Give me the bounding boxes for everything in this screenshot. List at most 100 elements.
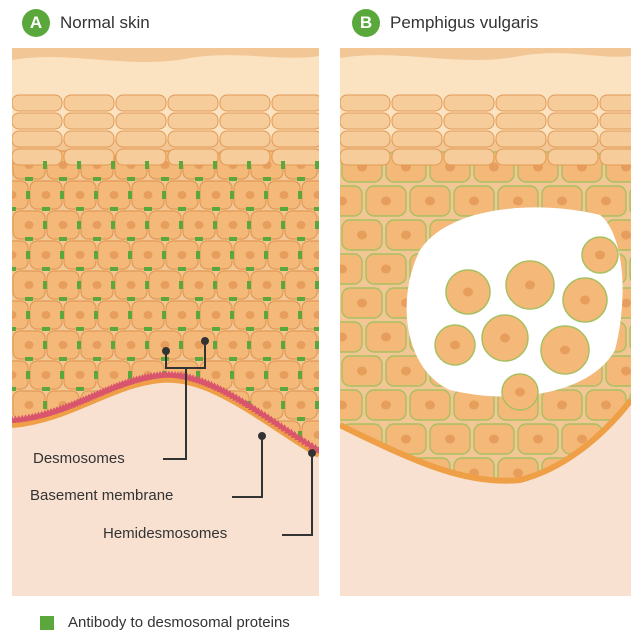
flat-cell bbox=[220, 149, 270, 165]
antibody-mark bbox=[93, 237, 101, 241]
nucleus bbox=[246, 191, 255, 199]
nucleus bbox=[469, 401, 479, 410]
nucleus bbox=[263, 281, 272, 289]
nucleus bbox=[263, 401, 272, 409]
nucleus bbox=[280, 371, 289, 379]
antibody-mark bbox=[229, 357, 237, 361]
antibody-mark bbox=[331, 417, 339, 421]
antibody-mark bbox=[8, 327, 16, 331]
antibody-mark bbox=[93, 297, 101, 301]
antibody-mark bbox=[281, 401, 285, 409]
desmosome-dot-1 bbox=[163, 348, 169, 354]
antibody-mark bbox=[161, 237, 169, 241]
antibody-mark bbox=[297, 237, 305, 241]
nucleus bbox=[314, 311, 323, 319]
antibody-mark bbox=[332, 371, 336, 379]
antibody-mark bbox=[111, 281, 115, 289]
antibody-mark bbox=[315, 281, 319, 289]
antibody-mark bbox=[76, 207, 84, 211]
nucleus bbox=[337, 197, 347, 206]
nucleus bbox=[212, 311, 221, 319]
antibody-mark bbox=[179, 221, 183, 229]
nucleus bbox=[445, 435, 455, 444]
flat-cell bbox=[548, 149, 598, 165]
nucleus bbox=[25, 401, 34, 409]
antibody-mark bbox=[298, 191, 302, 199]
flat-cell bbox=[392, 113, 442, 129]
antibody-mark bbox=[59, 357, 67, 361]
nucleus bbox=[601, 197, 611, 206]
nucleus bbox=[280, 251, 289, 259]
nucleus bbox=[42, 371, 51, 379]
antibody-mark bbox=[332, 191, 336, 199]
nucleus bbox=[513, 197, 523, 206]
nucleus bbox=[297, 401, 306, 409]
antibody-mark bbox=[281, 341, 285, 349]
antibody-mark bbox=[110, 267, 118, 271]
antibody-mark bbox=[247, 341, 251, 349]
antibody-mark bbox=[315, 161, 319, 169]
antibody-mark bbox=[127, 177, 135, 181]
nucleus bbox=[621, 367, 631, 376]
nucleus bbox=[25, 221, 34, 229]
antibody-mark bbox=[26, 311, 30, 319]
antibody-mark bbox=[60, 311, 64, 319]
nucleus bbox=[93, 341, 102, 349]
nucleus bbox=[331, 461, 340, 469]
nucleus bbox=[110, 251, 119, 259]
flat-cell bbox=[444, 113, 494, 129]
nucleus bbox=[469, 197, 479, 206]
antibody-mark bbox=[331, 477, 339, 481]
antibody-mark bbox=[179, 281, 183, 289]
panel-a-title: Normal skin bbox=[60, 13, 150, 33]
antibody-mark bbox=[162, 251, 166, 259]
flat-cell bbox=[168, 95, 218, 111]
antibody-mark bbox=[94, 191, 98, 199]
flat-cell bbox=[220, 113, 270, 129]
antibody-mark bbox=[60, 191, 64, 199]
flat-cell bbox=[272, 95, 322, 111]
nucleus bbox=[246, 251, 255, 259]
antibody-mark bbox=[26, 371, 30, 379]
flat-cell bbox=[220, 131, 270, 147]
nucleus bbox=[93, 221, 102, 229]
antibody-mark bbox=[314, 267, 322, 271]
nucleus bbox=[515, 388, 525, 397]
nucleus bbox=[144, 251, 153, 259]
nucleus bbox=[8, 251, 17, 259]
nucleus bbox=[557, 197, 567, 206]
nucleus bbox=[337, 401, 347, 410]
antibody-mark bbox=[25, 237, 33, 241]
antibody-mark bbox=[315, 221, 319, 229]
nucleus bbox=[621, 231, 631, 240]
flat-cell bbox=[12, 95, 62, 111]
antibody-mark bbox=[43, 341, 47, 349]
panel-a-badge: A bbox=[22, 9, 50, 37]
nucleus bbox=[76, 371, 85, 379]
nucleus bbox=[401, 435, 411, 444]
antibody-mark bbox=[263, 237, 271, 241]
antibody-mark bbox=[196, 251, 200, 259]
antibody-mark bbox=[128, 251, 132, 259]
antibody-mark bbox=[93, 177, 101, 181]
flat-cell bbox=[444, 149, 494, 165]
antibody-mark bbox=[298, 371, 302, 379]
antibody-mark bbox=[297, 357, 305, 361]
nucleus bbox=[601, 401, 611, 410]
nucleus bbox=[331, 401, 340, 409]
antibody-mark bbox=[229, 177, 237, 181]
antibody-mark bbox=[281, 281, 285, 289]
nucleus bbox=[463, 288, 473, 297]
antibody-mark bbox=[230, 191, 234, 199]
flat-cell bbox=[600, 149, 636, 165]
nucleus bbox=[357, 367, 367, 376]
antibody-mark bbox=[59, 177, 67, 181]
nucleus bbox=[8, 311, 17, 319]
antibody-mark bbox=[179, 341, 183, 349]
antibody-mark bbox=[179, 161, 183, 169]
nucleus bbox=[381, 401, 391, 410]
antibody-mark bbox=[213, 161, 217, 169]
nucleus bbox=[425, 401, 435, 410]
antibody-mark bbox=[178, 207, 186, 211]
nucleus bbox=[560, 346, 570, 355]
